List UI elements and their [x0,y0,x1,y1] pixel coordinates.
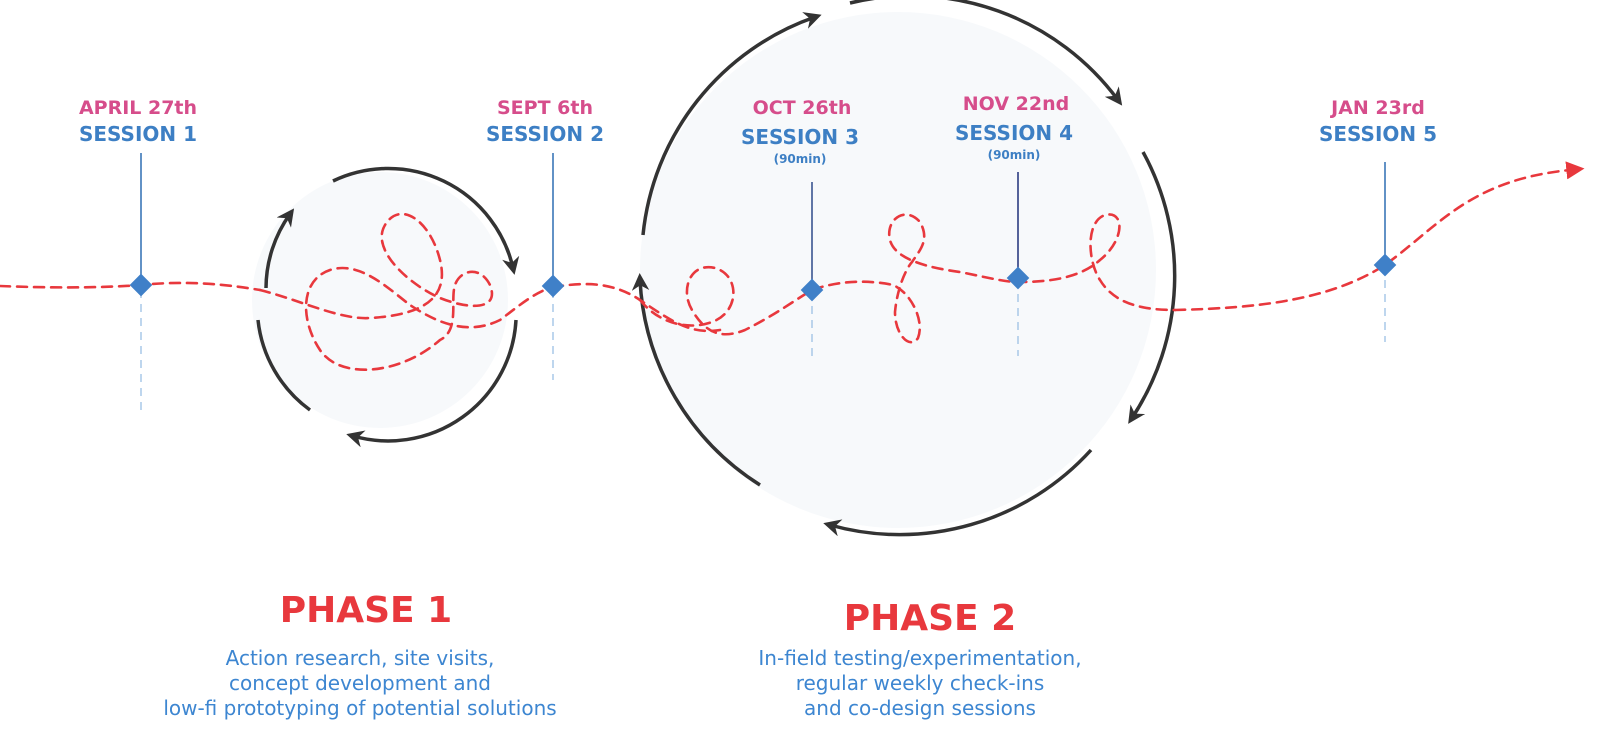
phase-2-circle [640,12,1156,528]
phase-1-title: PHASE 1 [280,590,452,631]
session-4-title: SESSION 4 [955,121,1073,145]
session-5-marker[interactable] [1373,253,1397,277]
session-stems [140,153,1386,410]
phase-1-circle [252,172,508,428]
session-5-title: SESSION 5 [1319,122,1437,146]
phase-1-description-line: low-fi prototyping of potential solution… [163,696,556,720]
session-3-duration: (90min) [774,152,827,166]
cycle-arrow-icon [264,208,295,289]
phase-2-title: PHASE 2 [844,598,1016,639]
journey-path-segment [0,281,262,292]
phase-1-label: PHASE 1 Action research, site visits, co… [163,590,556,720]
phase-2-label: PHASE 2 In-field testing/experimentation… [758,598,1081,720]
cycle-arrow [256,319,312,412]
cycle-arrow-icon [631,273,761,487]
session-2-marker[interactable] [541,274,565,298]
session-2-title: SESSION 2 [486,122,604,146]
session-5-date: JAN 23rd [1329,97,1425,119]
phase-2-description-line: In-field testing/experimentation, [758,646,1081,670]
cycle-arrow-icon [849,0,1123,106]
phase-1-description-line: Action research, site visits, [226,646,495,670]
phase-2-cycle [631,0,1177,537]
phase-2-description-line: regular weekly check-ins [796,671,1045,695]
session-1-title: SESSION 1 [79,122,197,146]
journey-path-loops-phase-1 [258,212,555,371]
session-1-label: APRIL 27th SESSION 1 [79,97,197,146]
journey-path-loops-phase-2 [638,213,1177,344]
cycle-arrow-icon [823,448,1093,537]
session-2-label: SEPT 6th SESSION 2 [486,97,604,146]
session-4-duration: (90min) [988,148,1041,162]
cycle-arrow-icon [641,12,822,236]
session-4-date: NOV 22nd [963,93,1069,115]
phase-1-cycle [252,166,520,448]
session-2-date: SEPT 6th [497,97,593,119]
session-1-date: APRIL 27th [79,97,197,119]
cycle-arrow-icon [332,166,520,275]
session-1-marker[interactable] [129,273,153,297]
phase-1-description-line: concept development and [229,671,491,695]
session-3-label: OCT 26th SESSION 3 (90min) [741,97,859,166]
session-4-marker[interactable] [1006,266,1030,290]
session-4-label: NOV 22nd SESSION 4 (90min) [955,93,1073,162]
session-5-label: JAN 23rd SESSION 5 [1319,97,1437,146]
cycle-arrow-icon [346,319,518,448]
journey-path-end [1173,161,1585,312]
cycle-arrow-icon [1128,151,1177,424]
phase-2-description-line: and co-design sessions [804,696,1036,720]
session-3-marker[interactable] [800,278,824,302]
session-3-title: SESSION 3 [741,125,859,149]
session-3-date: OCT 26th [753,97,852,119]
